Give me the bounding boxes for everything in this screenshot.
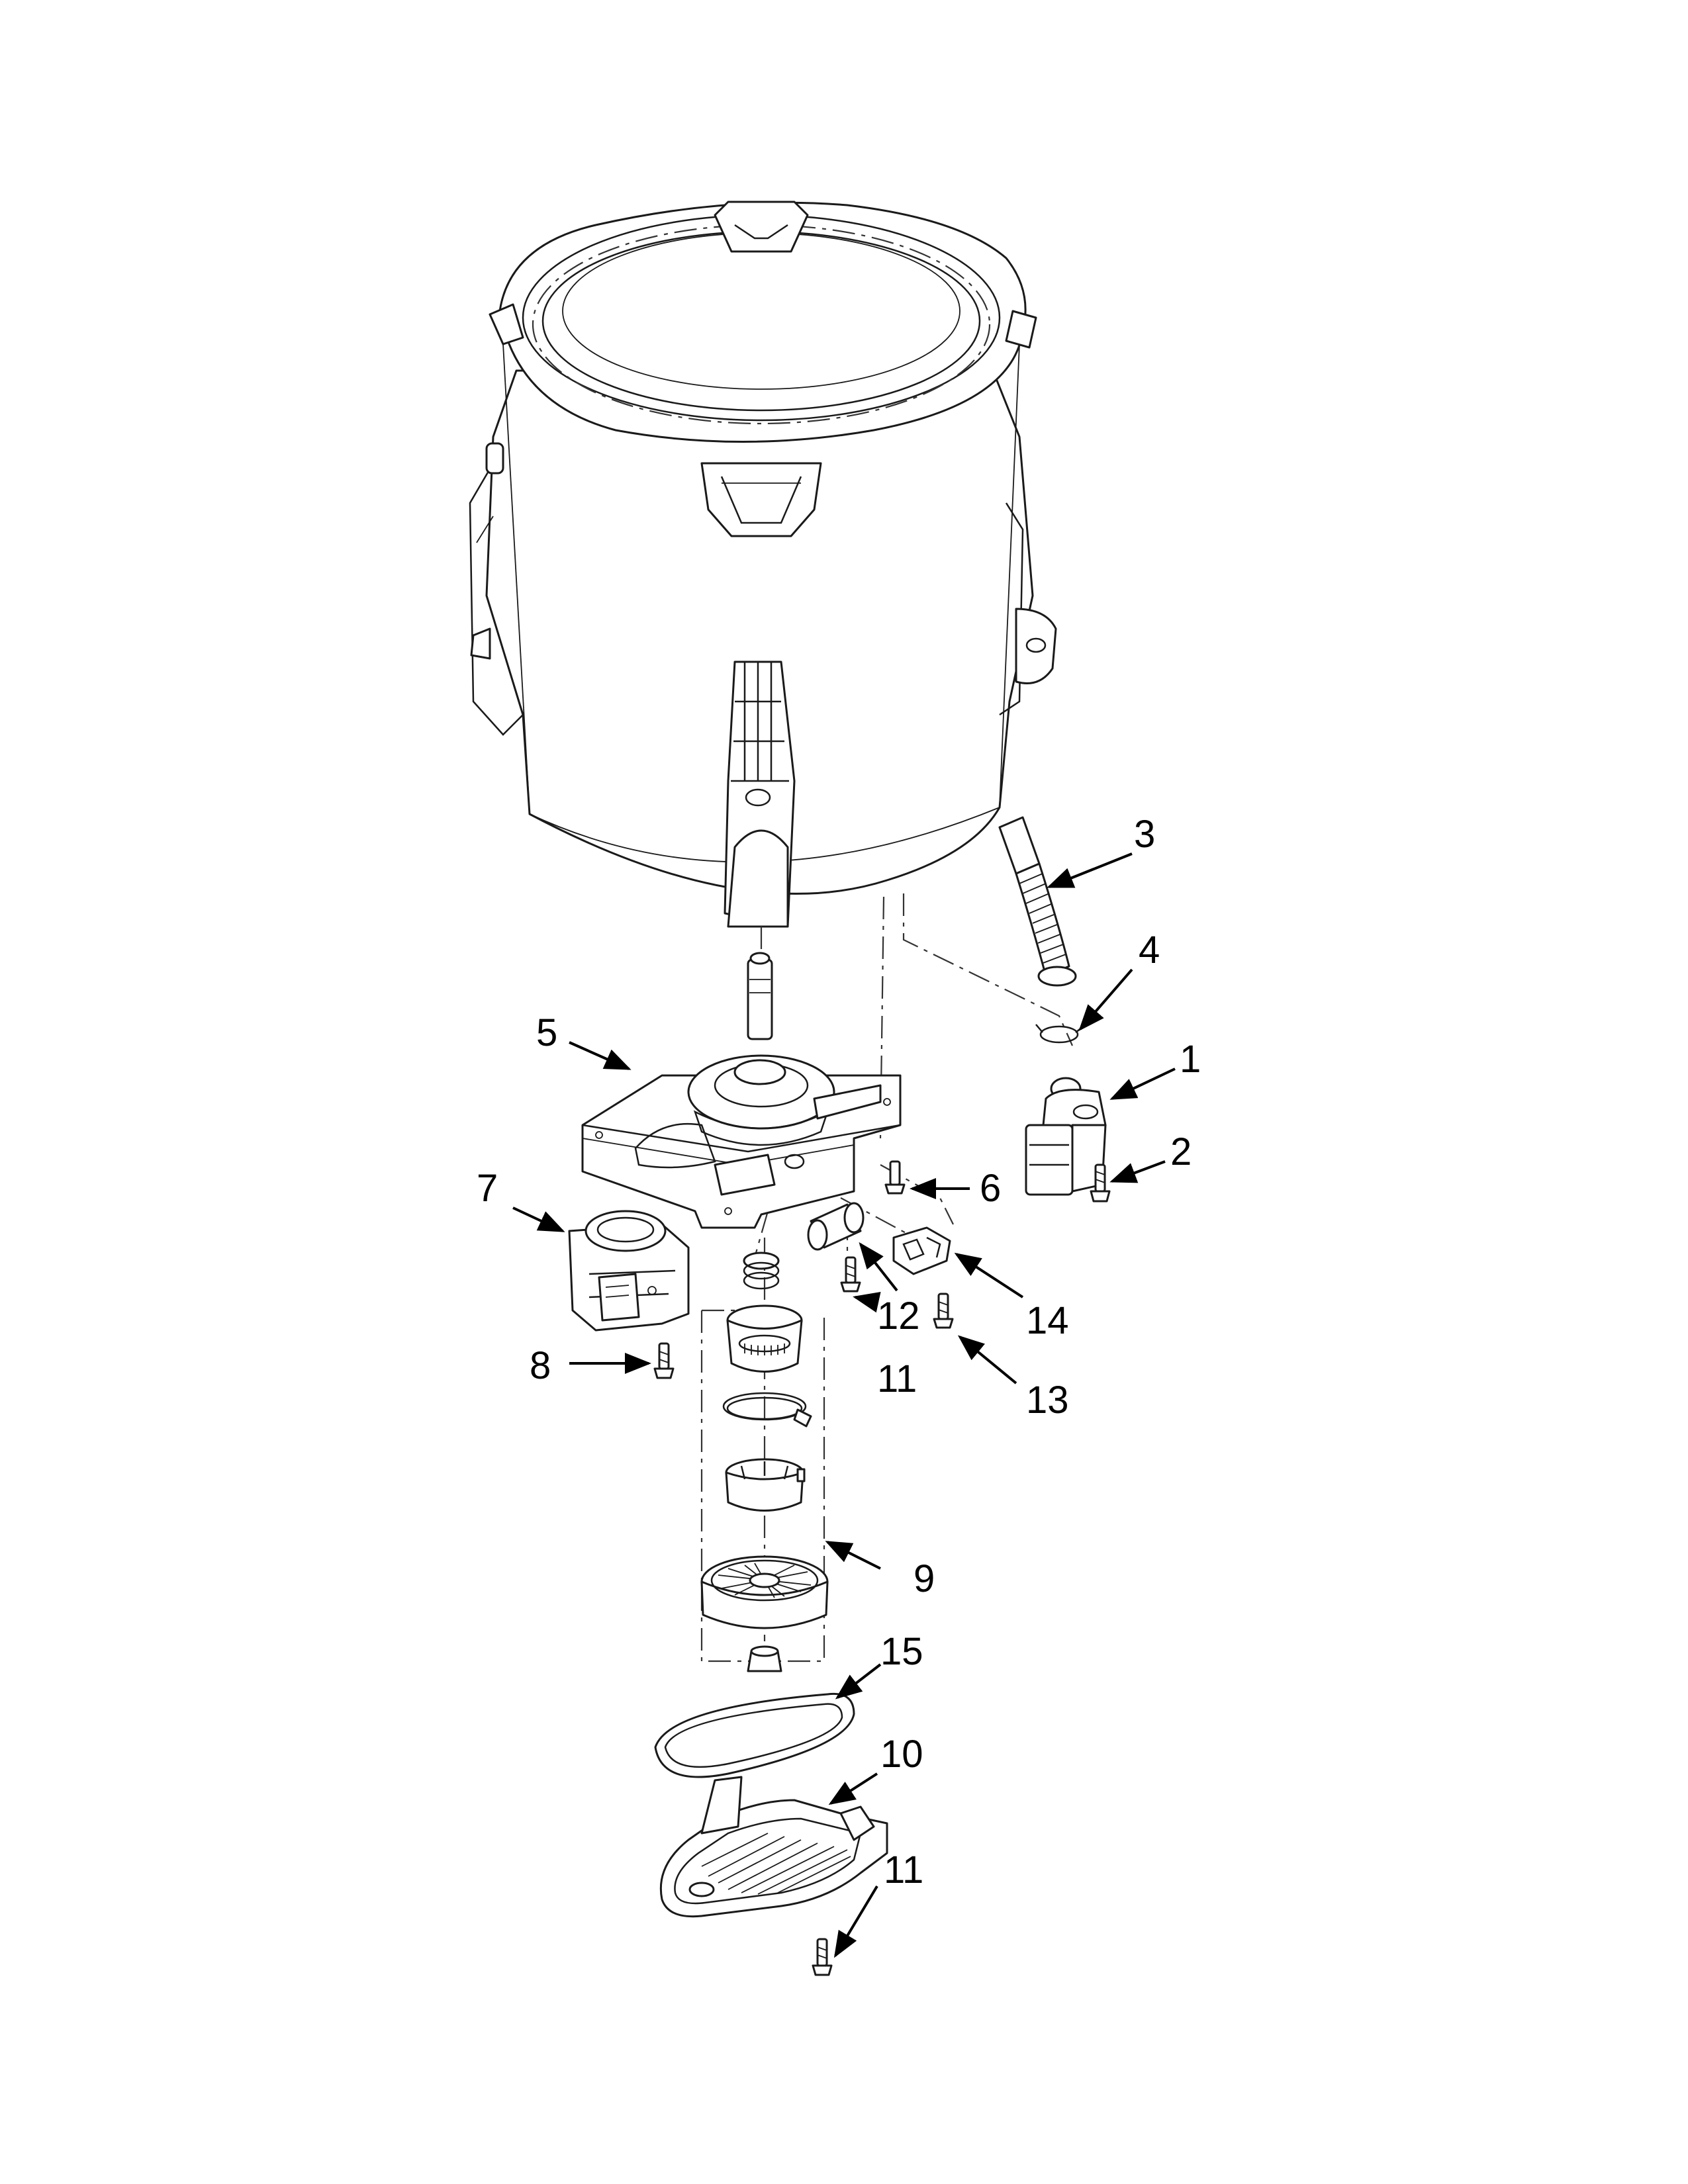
switch-part bbox=[892, 1226, 951, 1275]
leader-7 bbox=[512, 1206, 565, 1232]
callout-5: 5 bbox=[536, 1011, 557, 1054]
actuator-screw-part bbox=[653, 1342, 675, 1379]
callout-11-upper: 11 bbox=[877, 1357, 917, 1400]
pump-screw-part bbox=[1090, 1163, 1111, 1203]
motor-bracket-part bbox=[659, 1776, 888, 1918]
leader-3 bbox=[1047, 852, 1133, 888]
leader-11-upper bbox=[853, 1292, 881, 1313]
switch-screw-part bbox=[933, 1293, 954, 1329]
leader-11-lower bbox=[833, 1885, 878, 1958]
shift-actuator-part bbox=[568, 1210, 690, 1332]
callout-11-lower: 11 bbox=[884, 1848, 923, 1891]
callout-1: 1 bbox=[1180, 1038, 1201, 1081]
leader-2 bbox=[1109, 1160, 1166, 1183]
screw-lower-part bbox=[812, 1938, 833, 1976]
gearcase-plate-part bbox=[581, 952, 902, 1229]
leader-12 bbox=[859, 1242, 898, 1292]
drive-belt-part bbox=[654, 1692, 855, 1778]
callout-12: 12 bbox=[877, 1295, 920, 1338]
callout-10: 10 bbox=[880, 1733, 923, 1776]
leader-14 bbox=[954, 1252, 1024, 1298]
callout-8: 8 bbox=[530, 1344, 551, 1387]
wash-tub bbox=[469, 201, 1057, 928]
drain-pump-part bbox=[1025, 1077, 1107, 1196]
leader-arrows bbox=[512, 852, 1176, 1958]
plate-screw-part bbox=[884, 1160, 906, 1195]
clutch-assembly-part bbox=[700, 1251, 829, 1672]
callout-15: 15 bbox=[880, 1630, 923, 1673]
screw-upper-part bbox=[840, 1256, 861, 1293]
leader-9 bbox=[825, 1541, 881, 1570]
callout-14: 14 bbox=[1026, 1299, 1069, 1342]
callout-2: 2 bbox=[1170, 1130, 1192, 1173]
callout-9: 9 bbox=[914, 1557, 935, 1600]
leader-10 bbox=[828, 1772, 878, 1805]
callout-labels: 3 4 1 2 5 6 7 8 9 10 11 11 12 13 14 15 bbox=[477, 813, 1201, 1891]
callout-13: 13 bbox=[1026, 1379, 1069, 1422]
leader-13 bbox=[957, 1335, 1017, 1385]
drain-hose-part bbox=[998, 816, 1077, 987]
leader-15 bbox=[835, 1663, 882, 1700]
callout-7: 7 bbox=[477, 1167, 498, 1210]
callout-3: 3 bbox=[1134, 813, 1155, 856]
capacitor-part bbox=[807, 1202, 865, 1251]
leader-5 bbox=[569, 1041, 632, 1070]
leader-4 bbox=[1078, 968, 1133, 1032]
callout-6: 6 bbox=[980, 1167, 1001, 1210]
leader-1 bbox=[1109, 1068, 1176, 1100]
callout-4: 4 bbox=[1139, 929, 1160, 972]
hose-clamp-part bbox=[1035, 1024, 1083, 1044]
